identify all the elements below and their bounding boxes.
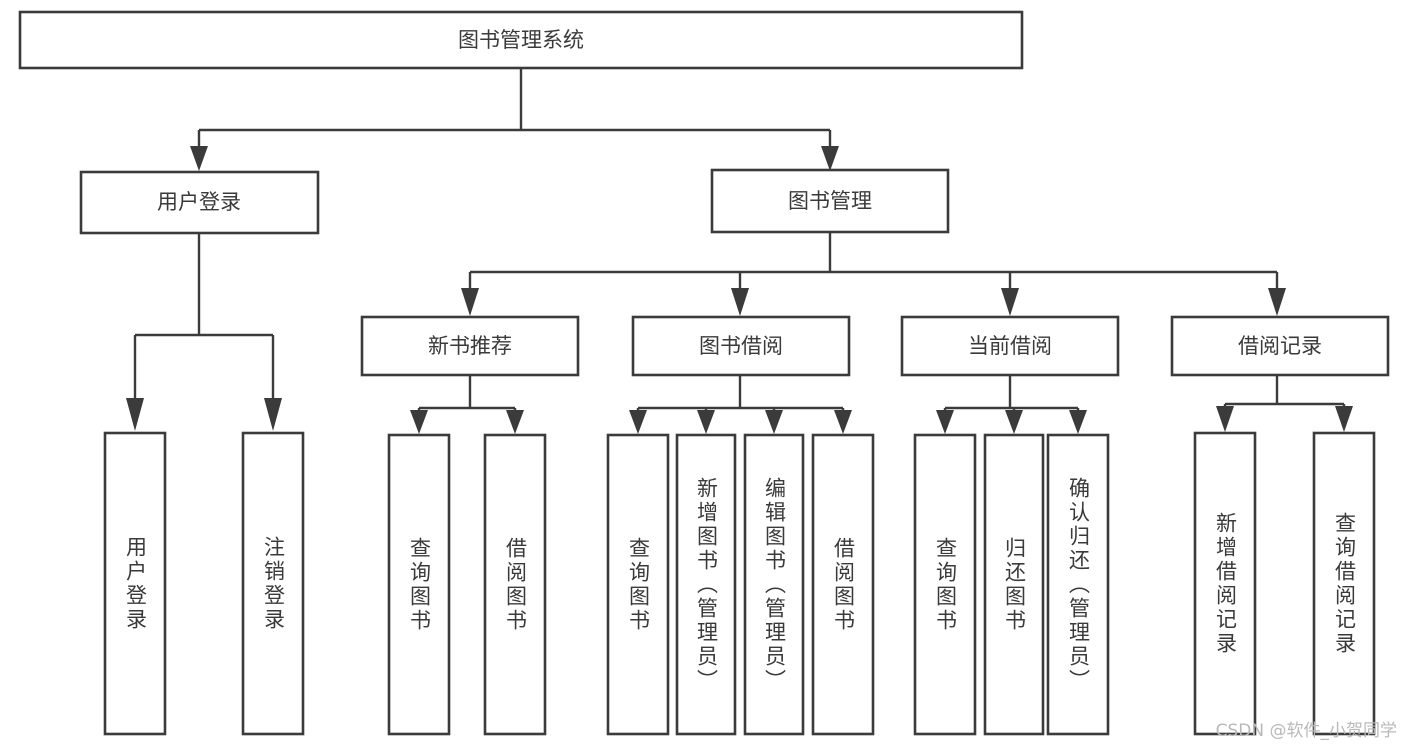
node-layer: 图书管理系统 用户登录 图书管理 新书推荐 图书借阅 当前借阅 借阅记录: [18, 10, 1390, 736]
node-leaf-query-record[interactable]: [1312, 431, 1376, 736]
node-current-borrow[interactable]: [900, 315, 1120, 377]
arrow-head-leaf-query-record: [1335, 406, 1353, 432]
node-leaf-borrow-book-2[interactable]: [811, 433, 875, 736]
arrow-head-borrow-records: [1268, 288, 1286, 316]
arrow-head-leaf-edit-book: [765, 410, 783, 434]
node-leaf-user-login[interactable]: [103, 431, 167, 736]
node-user-login[interactable]: [79, 170, 320, 235]
node-leaf-borrow-book-1[interactable]: [483, 433, 547, 736]
node-book-borrow[interactable]: [631, 315, 851, 377]
node-new-book-recommend[interactable]: [360, 315, 580, 377]
node-leaf-confirm-return[interactable]: [1046, 433, 1110, 736]
connector-layer: [126, 68, 1353, 434]
node-current-borrow-label: 当前借阅: [968, 334, 1052, 358]
watermark-label: CSDN @软件_小贺同学: [1215, 721, 1397, 741]
arrow-head-leaf-borrow-book-1: [506, 410, 524, 434]
node-leaf-add-record[interactable]: [1193, 431, 1257, 736]
arrow-head-user-login: [190, 146, 208, 171]
node-leaf-query-book-2[interactable]: [606, 433, 670, 736]
node-borrow-records[interactable]: [1170, 315, 1390, 377]
arrow-head-book-borrow: [731, 288, 749, 316]
arrow-head-book-management: [821, 146, 839, 171]
node-book-management-label: 图书管理: [788, 189, 872, 213]
arrow-head-leaf-user-login: [126, 398, 144, 431]
node-new-book-recommend-label: 新书推荐: [428, 334, 512, 358]
node-book-borrow-label: 图书借阅: [699, 334, 783, 358]
arrow-head-leaf-query-book-1: [410, 410, 428, 434]
arrow-head-leaf-return-book: [1005, 410, 1023, 434]
arrow-head-leaf-borrow-book-2: [834, 410, 852, 434]
arrow-head-leaf-query-book-3: [936, 410, 954, 434]
node-leaf-add-book[interactable]: [675, 433, 737, 736]
node-user-login-label: 用户登录: [157, 190, 241, 214]
arrow-head-leaf-add-book: [697, 410, 715, 434]
arrow-head-current-borrow: [1001, 288, 1019, 316]
arrow-head-leaf-confirm-return: [1069, 410, 1087, 434]
node-leaf-query-book-3[interactable]: [913, 433, 977, 736]
node-borrow-records-label: 借阅记录: [1238, 334, 1322, 358]
node-root-label: 图书管理系统: [458, 28, 584, 52]
node-leaf-edit-book[interactable]: [743, 433, 805, 736]
arrow-head-leaf-query-book-2: [629, 410, 647, 434]
arrow-head-new-book-recommend: [461, 288, 479, 316]
node-leaf-query-book-1[interactable]: [387, 433, 451, 736]
arrow-head-leaf-add-record: [1216, 406, 1234, 432]
node-leaf-user-logout[interactable]: [241, 431, 305, 736]
node-leaf-return-book[interactable]: [983, 433, 1045, 736]
node-root[interactable]: [18, 10, 1024, 70]
node-book-management[interactable]: [710, 168, 950, 234]
arrow-head-leaf-user-logout: [264, 398, 282, 431]
